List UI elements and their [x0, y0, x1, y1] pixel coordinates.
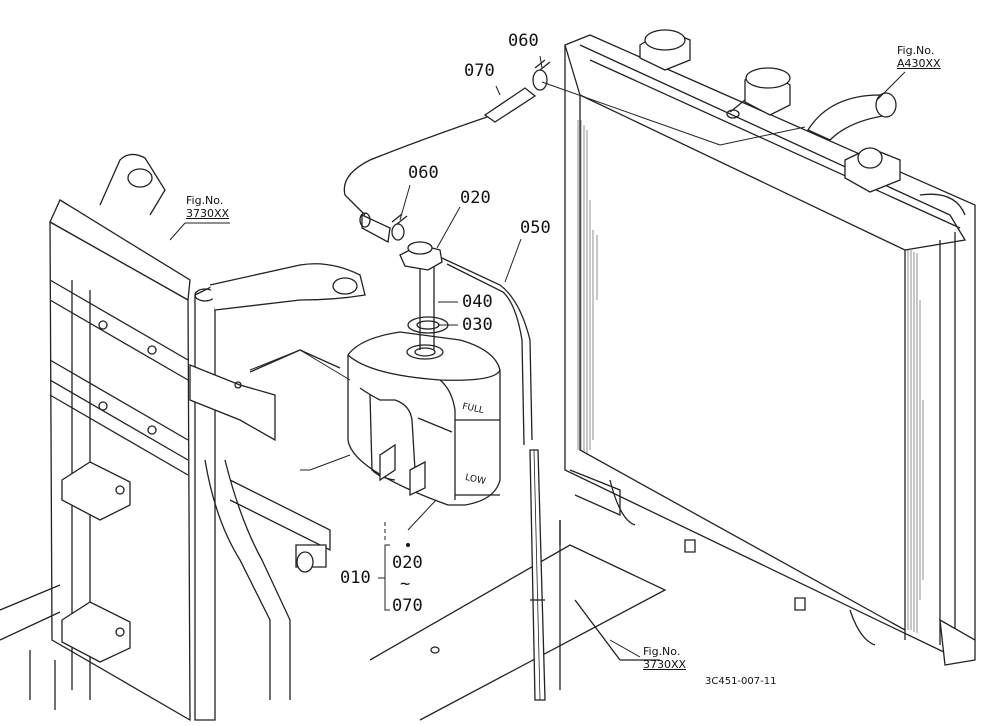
callout-060-mid: 060	[408, 163, 439, 183]
callout-range-tilde: ~	[400, 574, 411, 594]
callout-040: 040	[462, 292, 493, 312]
fig-ref-left-frame: Fig.No. 3730XX	[186, 194, 230, 220]
fig-ref-left-prefix: Fig.No.	[186, 194, 224, 207]
fig-ref-radiator: Fig.No. A430XX	[897, 44, 941, 70]
clip-060-top	[533, 60, 550, 90]
fig-ref-bottom-plate: Fig.No. 3730XX	[643, 645, 687, 671]
overflow-pipe-050	[442, 258, 545, 700]
callout-070: 070	[464, 61, 495, 81]
reserve-tank	[348, 242, 500, 505]
left-frame	[0, 154, 365, 720]
clip-060-mid	[392, 214, 407, 240]
hose-070	[344, 88, 535, 242]
leader-lines	[170, 56, 905, 657]
callout-060-top: 060	[508, 31, 539, 51]
callout-range-start: 020	[392, 553, 423, 573]
drawing-code: 3C451-007-11	[705, 676, 777, 687]
callout-030: 030	[462, 315, 493, 335]
bottom-plate	[370, 520, 665, 720]
fig-ref-radiator-prefix: Fig.No.	[897, 44, 935, 57]
fig-ref-bottom-number: 3730XX	[643, 657, 687, 671]
fig-ref-bottom-prefix: Fig.No.	[643, 645, 681, 658]
radiator	[560, 30, 975, 690]
fig-ref-left-number: 3730XX	[186, 206, 230, 220]
callout-range-end: 070	[392, 596, 423, 616]
callout-010: 010	[340, 568, 371, 588]
callout-020: 020	[460, 188, 491, 208]
fig-ref-radiator-number: A430XX	[897, 56, 941, 70]
callout-050: 050	[520, 218, 551, 238]
